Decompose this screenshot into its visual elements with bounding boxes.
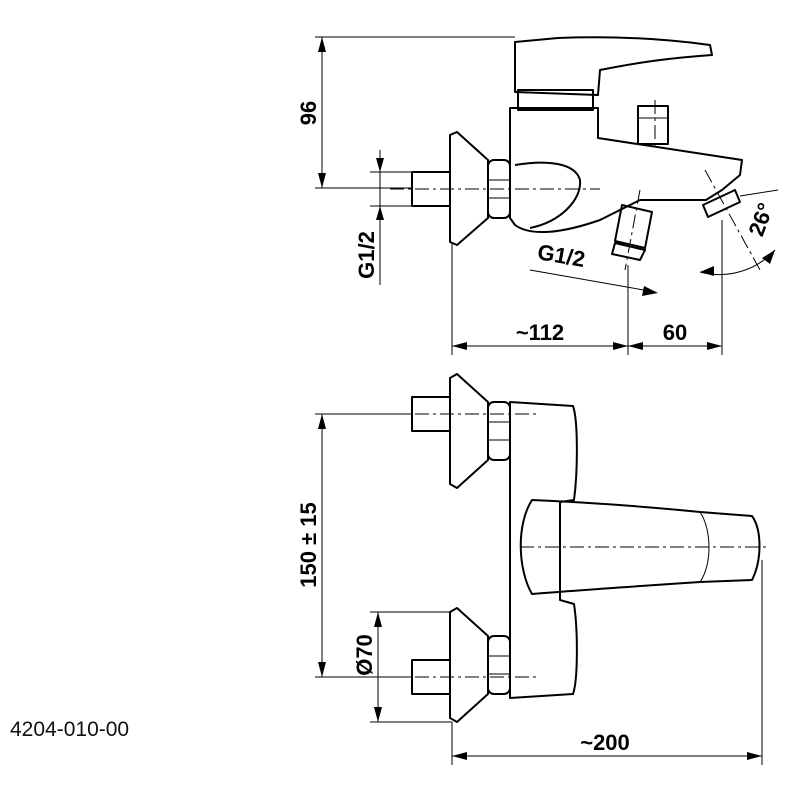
dim-height-96: 96 <box>296 101 321 125</box>
dim-inlet-thread: G1/2 <box>354 231 379 279</box>
front-lower-hex-nut <box>487 635 511 695</box>
dim-flange-diameter: Ø70 <box>352 634 377 676</box>
side-diverter-knob <box>637 105 669 145</box>
side-lever-handle <box>514 36 713 96</box>
front-view <box>315 373 770 765</box>
side-view <box>315 36 779 355</box>
part-number: 4204-010-00 <box>10 718 130 741</box>
dim-projection-112: ~112 <box>516 320 564 345</box>
side-handle-collar <box>517 89 594 111</box>
front-lower-flange <box>449 607 489 723</box>
side-spout-outlet <box>702 189 741 218</box>
dim-spout-offset-60: 60 <box>663 320 687 345</box>
front-upper-flange <box>449 373 489 489</box>
dim-overall-width-200: ~200 <box>580 730 630 755</box>
side-shower-outlet <box>614 204 653 249</box>
dim-outlet-thread: G1/2 <box>536 239 587 272</box>
dim-centres-150: 150 ± 15 <box>296 502 321 587</box>
dim-spout-angle: 26° <box>744 200 779 240</box>
side-wall-flange <box>449 131 489 246</box>
front-mixer-body <box>509 401 578 699</box>
front-upper-hex-nut <box>487 401 511 461</box>
side-mixer-body <box>509 107 743 234</box>
